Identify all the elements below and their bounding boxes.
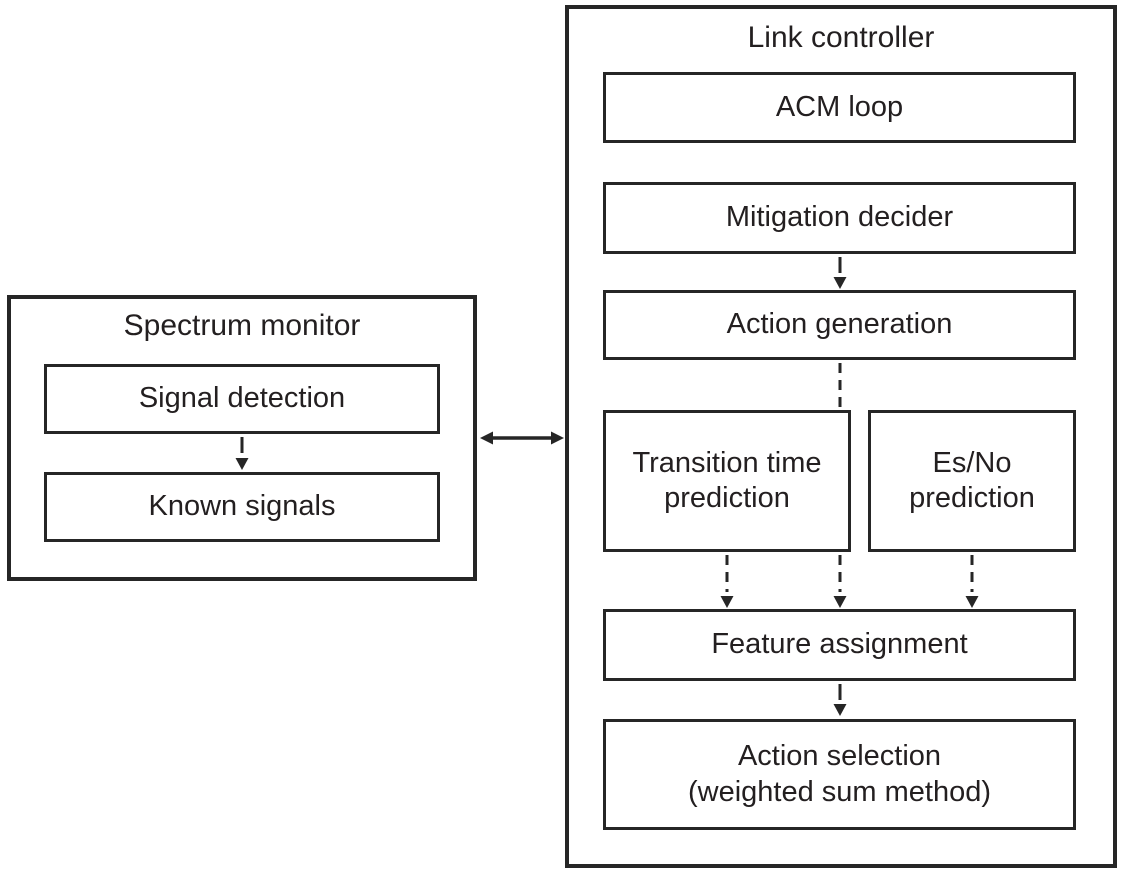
link-controller-title: Link controller bbox=[747, 21, 935, 54]
feature-assignment-node: Feature assignment bbox=[603, 609, 1076, 681]
known-signals-node: Known signals bbox=[44, 472, 440, 542]
action-generation-node: Action generation bbox=[603, 290, 1076, 360]
mitigation-decider-node: Mitigation decider bbox=[603, 182, 1076, 254]
acm-loop-node: ACM loop bbox=[603, 72, 1076, 143]
spectrum-monitor-title: Spectrum monitor bbox=[123, 309, 361, 342]
action-selection-node: Action selection (weighted sum method) bbox=[603, 719, 1076, 830]
spectrum-monitor-group: Spectrum monitor Signal detection Known … bbox=[7, 295, 477, 581]
esno-prediction-node: Es/No prediction bbox=[868, 410, 1076, 552]
link-controller-group: Link controller ACM loop Mitigation deci… bbox=[565, 5, 1117, 868]
arrow-spectrum-monitor-link-controller bbox=[480, 431, 564, 445]
transition-time-prediction-node: Transition time prediction bbox=[603, 410, 851, 552]
signal-detection-node: Signal detection bbox=[44, 364, 440, 434]
